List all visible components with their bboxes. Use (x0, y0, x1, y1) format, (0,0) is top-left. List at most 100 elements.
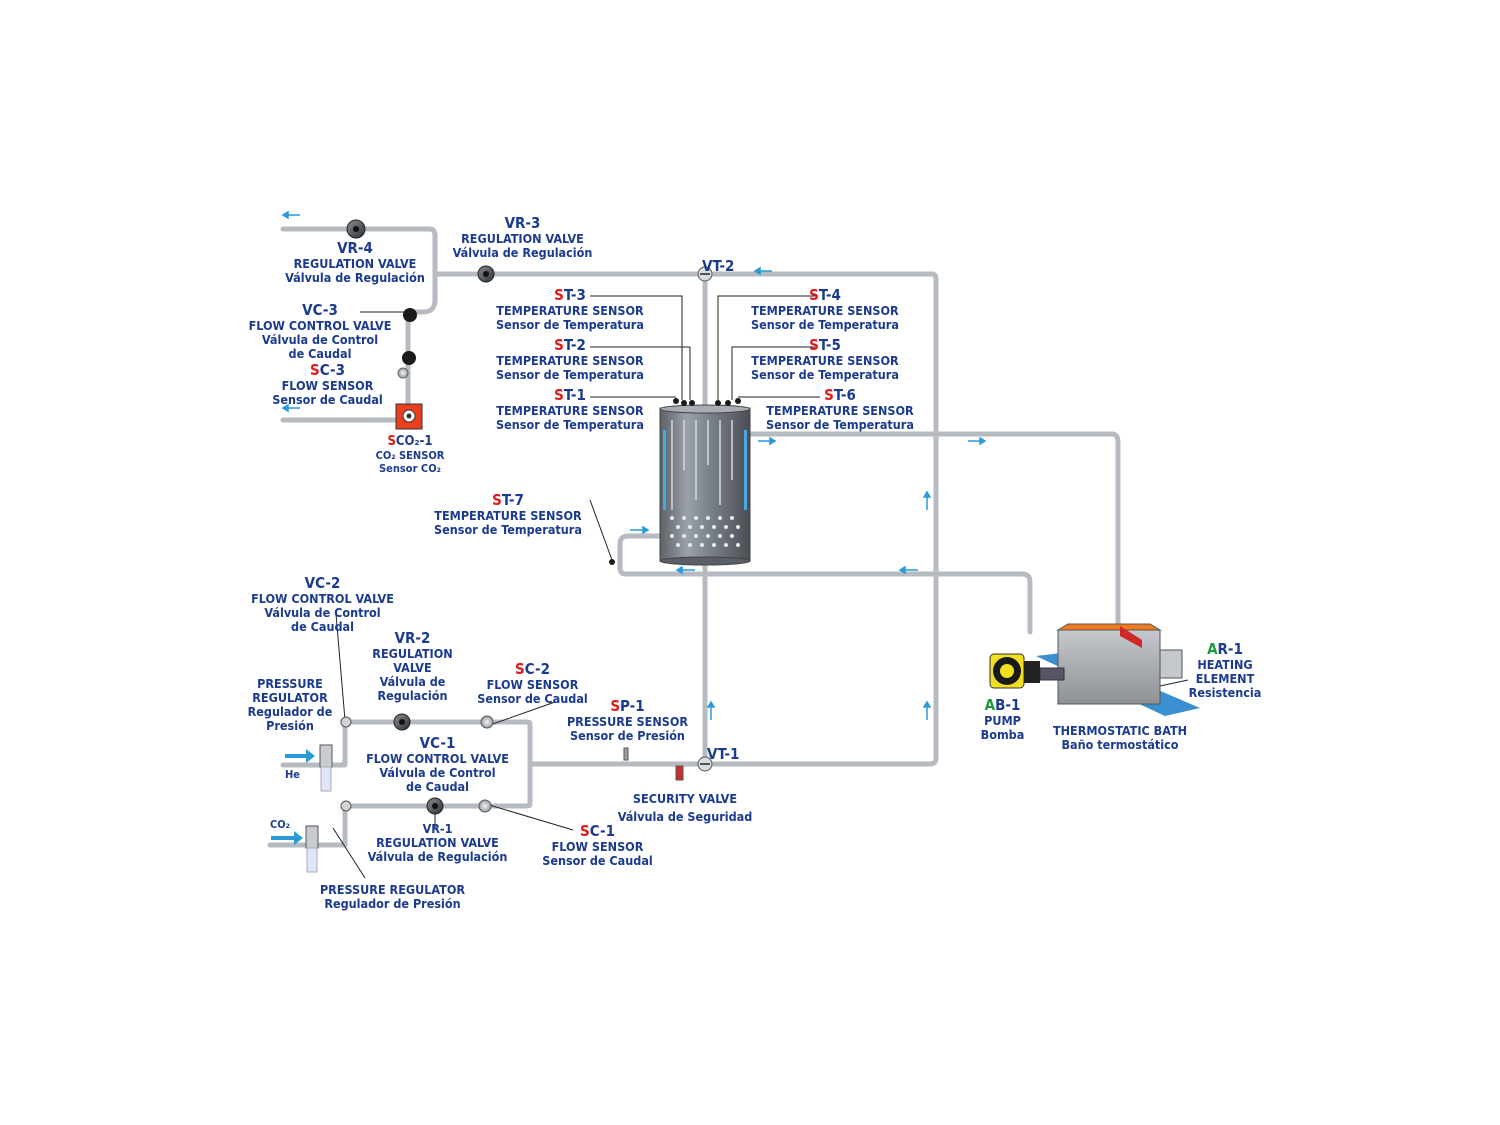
st1-code-rest: T-1 (563, 386, 586, 404)
st6-code: ST-6 (745, 387, 935, 404)
st3-prefix: S (554, 286, 564, 304)
st6-prefix: S (824, 386, 834, 404)
st2-name-en: TEMPERATURE SENSOR (496, 353, 644, 368)
sp1-name-es: Sensor de Presión (570, 728, 685, 743)
vc1-name-en: FLOW CONTROL VALVE (366, 751, 509, 766)
st7-code-rest: T-7 (501, 491, 524, 509)
pipe-co2-branch (267, 803, 348, 848)
st4-label: ST-4 TEMPERATURE SENSOR Sensor de Temper… (730, 287, 920, 332)
st1-name-en: TEMPERATURE SENSOR (496, 403, 644, 418)
temperature-probe-icons (673, 398, 741, 406)
sco2-prefix: S (387, 434, 396, 449)
ar1-name-es: Resistencia (1188, 685, 1262, 700)
st3-label: ST-3 TEMPERATURE SENSOR Sensor de Temper… (475, 287, 665, 332)
he-pressure-regulator-label: PRESSURE REGULATOR Regulador de Presión (230, 677, 350, 733)
sc3-flow-sensor-icon (397, 351, 416, 379)
sc3-code: SC-3 (250, 362, 405, 379)
sc1-code: SC-1 (525, 823, 670, 840)
vr4-code: VR-4 (337, 239, 373, 257)
sc1-label: SC-1 FLOW SENSOR Sensor de Caudal (525, 823, 670, 868)
sc2-prefix: S (515, 660, 525, 678)
vc2-code: VC-2 (304, 574, 341, 592)
st6-name-en: TEMPERATURE SENSOR (766, 403, 914, 418)
sco2-code: SCO₂-1 (355, 434, 465, 449)
arrow-left-co2 (281, 403, 300, 413)
reactor-vessel (609, 398, 751, 566)
st1-code: ST-1 (475, 387, 665, 404)
vr3-name-es: Válvula de Regulación (452, 245, 593, 260)
vr3-valve-icon (477, 265, 495, 283)
vc2-name-en: FLOW CONTROL VALVE (251, 591, 394, 606)
he-pressure-regulator-icon (319, 744, 333, 792)
arrow-right-co2-head (294, 831, 303, 845)
ab1-prefix: A (984, 696, 996, 714)
vc1-valve-icon (340, 800, 352, 812)
arrow-up-right2 (922, 700, 932, 720)
co2-pressure-regulator-icon (305, 825, 319, 873)
sc1-flow-sensor-icon (478, 799, 492, 813)
st3-name-es: Sensor de Temperatura (496, 317, 644, 332)
vr4-name-es: Válvula de Regulación (285, 270, 425, 285)
vc2-label: VC-2 FLOW CONTROL VALVE Válvula de Contr… (225, 575, 420, 634)
vc3-valve-icon (403, 308, 417, 322)
vc2-name-es: Válvula de Control de Caudal (264, 605, 381, 634)
bath-name-es: Baño termostático (1061, 737, 1179, 752)
sc2-name-en: FLOW SENSOR (486, 677, 579, 692)
arrow-left-vt2 (753, 266, 772, 276)
sco2-code-rest: CO₂-1 (395, 434, 433, 449)
vr1-name-es: Válvula de Regulación (367, 849, 508, 864)
st4-name-en: TEMPERATURE SENSOR (751, 303, 899, 318)
vr3-code: VR-3 (504, 214, 541, 232)
vr2-label: VR-2 REGULATION VALVE Válvula de Regulac… (355, 630, 470, 703)
ar1-code: AR-1 (1175, 641, 1275, 658)
arrow-right-he-head (306, 749, 315, 763)
st2-code-rest: T-2 (563, 336, 586, 354)
arrow-left-return1 (898, 565, 918, 575)
vc1-label: VC-1 FLOW CONTROL VALVE Válvula de Contr… (345, 735, 530, 794)
sco2-label: SCO₂-1 CO₂ SENSOR Sensor CO₂ (355, 434, 465, 475)
st4-code: ST-4 (730, 287, 920, 304)
pipe-vessel-to-bath (747, 431, 1121, 635)
st7-name-es: Sensor de Temperatura (434, 522, 582, 537)
st7-label: ST-7 TEMPERATURE SENSOR Sensor de Temper… (413, 492, 603, 537)
pr-co2-name-en: PRESSURE REGULATOR (319, 882, 466, 897)
bath-name-en: THERMOSTATIC BATH (1052, 723, 1188, 738)
sp1-name-en: PRESSURE SENSOR (566, 714, 689, 729)
sc3-name-es: Sensor de Caudal (272, 392, 383, 407)
sc3-name-en: FLOW SENSOR (281, 378, 374, 393)
security-name-es: Válvula de Seguridad (617, 809, 753, 824)
st4-code-rest: T-4 (818, 286, 841, 304)
st2-label: ST-2 TEMPERATURE SENSOR Sensor de Temper… (475, 337, 665, 382)
arrow-up-right1 (922, 490, 932, 510)
pipe-he-branch (280, 719, 348, 768)
sc2-flow-sensor-icon (480, 715, 494, 729)
pipe-gas-main (342, 719, 543, 767)
vr2-code: VR-2 (394, 629, 431, 647)
st7-prefix: S (492, 491, 502, 509)
pipe-vr3-top (432, 271, 939, 767)
sco2-name-en: CO₂ SENSOR (375, 449, 445, 462)
vr3-name-en: REGULATION VALVE (461, 231, 584, 246)
st3-code-rest: T-3 (563, 286, 586, 304)
pr-he-name-en: PRESSURE REGULATOR (252, 676, 328, 705)
arrow-right-inlet (630, 525, 650, 535)
vc3-label: VC-3 FLOW CONTROL VALVE Válvula de Contr… (225, 302, 415, 361)
ab1-code: AB-1 (965, 697, 1040, 714)
sc1-code-rest: C-1 (589, 822, 615, 840)
ar1-label: AR-1 HEATING ELEMENT Resistencia (1175, 641, 1275, 700)
ab1-label: AB-1 PUMP Bomba (965, 697, 1040, 742)
ar1-name-en: HEATING ELEMENT (1195, 657, 1255, 686)
st5-code: ST-5 (730, 337, 920, 354)
vt1-code: VT-1 (707, 745, 740, 763)
sc3-code-rest: C-3 (319, 361, 345, 379)
vr4-label: VR-4 REGULATION VALVE Válvula de Regulac… (255, 240, 455, 285)
pipe-return (617, 533, 1033, 635)
st5-prefix: S (809, 336, 819, 354)
sc2-code: SC-2 (460, 661, 605, 678)
st7-code: ST-7 (413, 492, 603, 509)
sc3-label: SC-3 FLOW SENSOR Sensor de Caudal (250, 362, 405, 407)
sco2-name-es: Sensor CO₂ (379, 462, 441, 475)
arrow-left-return2 (675, 565, 695, 575)
vt1-label: VT-1 (707, 746, 752, 763)
